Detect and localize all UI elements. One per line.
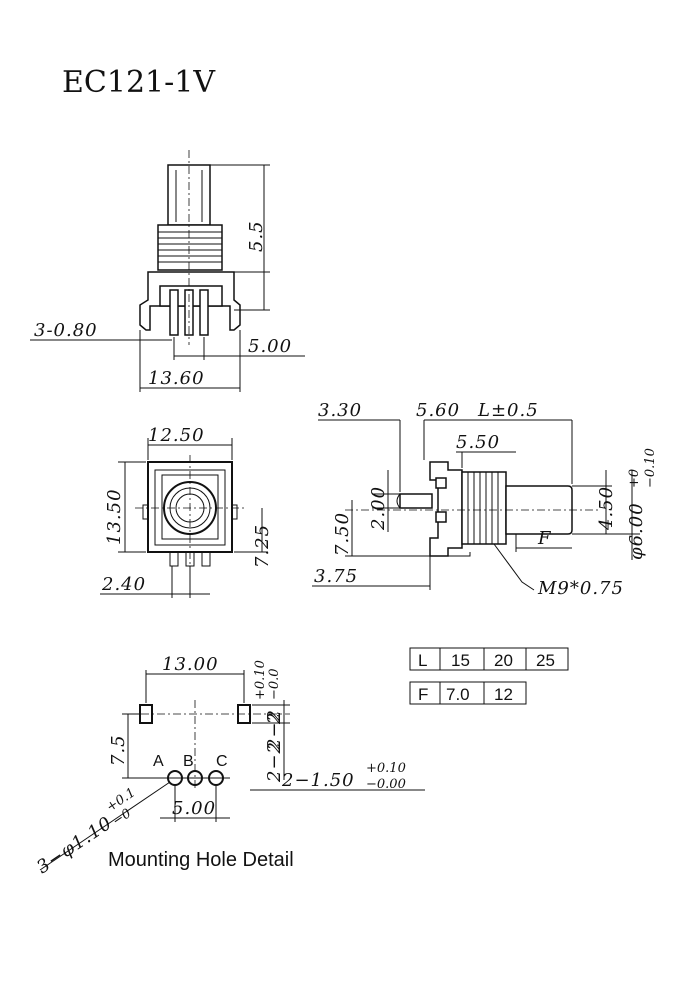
dim-slot: 2 bbox=[264, 712, 285, 725]
table-F-7: 7.0 bbox=[446, 685, 470, 704]
dim-diameter-tol-minus: −0.10 bbox=[643, 448, 658, 488]
dim-hole-pitch: 5.00 bbox=[172, 798, 216, 819]
dim-body-depth: 5.60 bbox=[416, 400, 460, 421]
pin-label-b: B bbox=[183, 753, 194, 770]
dim-length-L: L±0.5 bbox=[477, 400, 539, 421]
dim-pin-height: 2.00 bbox=[368, 486, 389, 531]
dim-thread-spec: M9*0.75 bbox=[537, 578, 624, 599]
side-housing bbox=[429, 461, 463, 557]
dim-flat: 4.50 bbox=[596, 486, 617, 531]
dim-slot-width: 2−1.50 bbox=[281, 770, 355, 791]
dim-mount-span-tol-plus: +0.10 bbox=[253, 660, 268, 700]
top-view: 12.50 13.50 7.25 2.40 bbox=[100, 425, 273, 598]
dim-hole: 3−φ1.10 bbox=[33, 813, 116, 879]
length-table: L 15 20 25 F 7.0 12 bbox=[409, 647, 569, 705]
part-title: EC121-1V bbox=[62, 65, 216, 100]
dim-body-width: 13.60 bbox=[148, 368, 205, 389]
dim-diameter-tol-plus: +0 bbox=[627, 469, 642, 488]
dim-thread-length: 5.50 bbox=[456, 432, 500, 453]
dim-mount-span-tol-minus: −0.0 bbox=[267, 668, 282, 700]
dim-mount-span: 13.00 bbox=[162, 654, 219, 675]
dim-F: F bbox=[537, 528, 552, 549]
pin-c bbox=[199, 289, 209, 336]
dim-diameter: φ6.00 bbox=[626, 502, 647, 560]
side-view: 3.30 5.60 L±0.5 5.50 2.00 7.50 3.75 4.50… bbox=[312, 400, 658, 599]
mount-slot-right bbox=[237, 704, 251, 724]
side-bushing bbox=[461, 471, 507, 545]
table-key-F: F bbox=[418, 685, 428, 704]
table-key-L: L bbox=[418, 651, 427, 670]
dim-center-y: 7.25 bbox=[252, 524, 273, 568]
pin-a bbox=[169, 289, 179, 336]
dim-slot-size: 2−2 bbox=[264, 741, 285, 783]
dim-pin-pitch: 5.00 bbox=[248, 336, 292, 357]
dim-pin-width: 3-0.80 bbox=[34, 320, 98, 341]
dim-offset: 2.40 bbox=[101, 574, 146, 595]
dim-top-height: 13.50 bbox=[104, 488, 125, 545]
pin-label-a: A bbox=[153, 753, 164, 770]
dim-base: 3.75 bbox=[314, 566, 358, 587]
table-L-20: 20 bbox=[494, 651, 513, 670]
dim-vertical: 7.5 bbox=[108, 734, 129, 766]
dim-slot-width-tol-minus: −0.00 bbox=[366, 777, 406, 792]
front-view: 5.5 3-0.80 5.00 13.60 bbox=[30, 150, 305, 392]
dim-center-height: 7.50 bbox=[332, 512, 353, 556]
pin-label-c: C bbox=[216, 753, 228, 770]
dim-tab: 3.30 bbox=[318, 400, 362, 421]
dim-top-width: 12.50 bbox=[148, 425, 205, 446]
table-F-12: 12 bbox=[494, 685, 513, 704]
table-L-15: 15 bbox=[451, 651, 470, 670]
mounting-detail: A B C 13.00 +0.10 −0.0 2 2−2 2−2 7.5 2−1… bbox=[33, 654, 425, 878]
dim-shaft-length: 5.5 bbox=[246, 220, 267, 252]
side-terminal bbox=[399, 493, 433, 509]
dim-slot-width-tol-plus: +0.10 bbox=[366, 761, 406, 776]
dim-slot-2: 2−2 bbox=[264, 709, 285, 751]
mounting-caption: Mounting Hole Detail bbox=[108, 849, 294, 871]
table-L-25: 25 bbox=[536, 651, 555, 670]
